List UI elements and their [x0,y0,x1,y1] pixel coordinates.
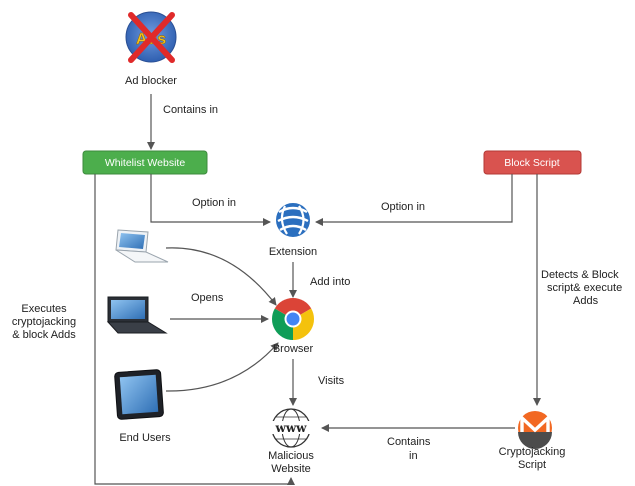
laptop-white-icon [115,229,169,263]
edge-label-executes-3: & block Adds [12,329,76,341]
www-icon-text: www [275,421,308,435]
whitelist-website-box: Whitelist Website [82,150,208,175]
malicious-label-line1: Malicious [268,450,314,462]
edge-label-detects-3: Adds [573,295,599,307]
ad-blocker-icon: Ads [125,11,177,63]
edge-option-in-left [150,174,271,226]
edge-label-opens: Opens [191,292,224,304]
edge-label-option-in-left: Option in [192,197,236,209]
edge-label-add-into: Add into [310,276,350,288]
www-globe-icon: www [263,408,319,448]
edge-label-contains-bottom-1: Contains [387,436,431,448]
chrome-browser-icon [271,298,315,341]
edge-label-contains-bottom-2: in [409,450,418,462]
edge-label-contains-in: Contains in [163,104,218,116]
edge-label-detects-2: script& execute [547,282,622,294]
ad-blocker-label: Ad blocker [125,75,177,87]
monero-cryptojacking-icon [518,411,552,449]
tablet-icon [114,369,164,420]
edge-laptop1-to-browser [165,247,277,306]
block-script-label: Block Script [504,157,560,169]
block-script-box: Block Script [483,150,582,175]
edge-label-executes-1: Executes [21,303,67,315]
browser-label: Browser [273,343,314,355]
edge-label-visits: Visits [318,375,345,387]
extension-icon [274,201,312,239]
laptop-dark-icon [106,296,168,334]
edge-tablet-to-browser [165,342,279,392]
edge-label-detects-1: Detects & Block [541,269,619,281]
edge-executes-cryptojacking [94,174,295,485]
whitelist-website-label: Whitelist Website [105,157,185,169]
end-users-label: End Users [119,432,171,444]
malicious-label-line2: Website [271,463,311,475]
edge-label-executes-2: cryptojacking [12,316,76,328]
edge-option-in-right [315,174,513,226]
cryptojacking-label-line2: Script [518,459,546,471]
extension-label: Extension [269,246,317,258]
edge-label-option-in-right: Option in [381,201,425,213]
cryptojacking-label-line1: Cryptojacking [499,446,566,458]
